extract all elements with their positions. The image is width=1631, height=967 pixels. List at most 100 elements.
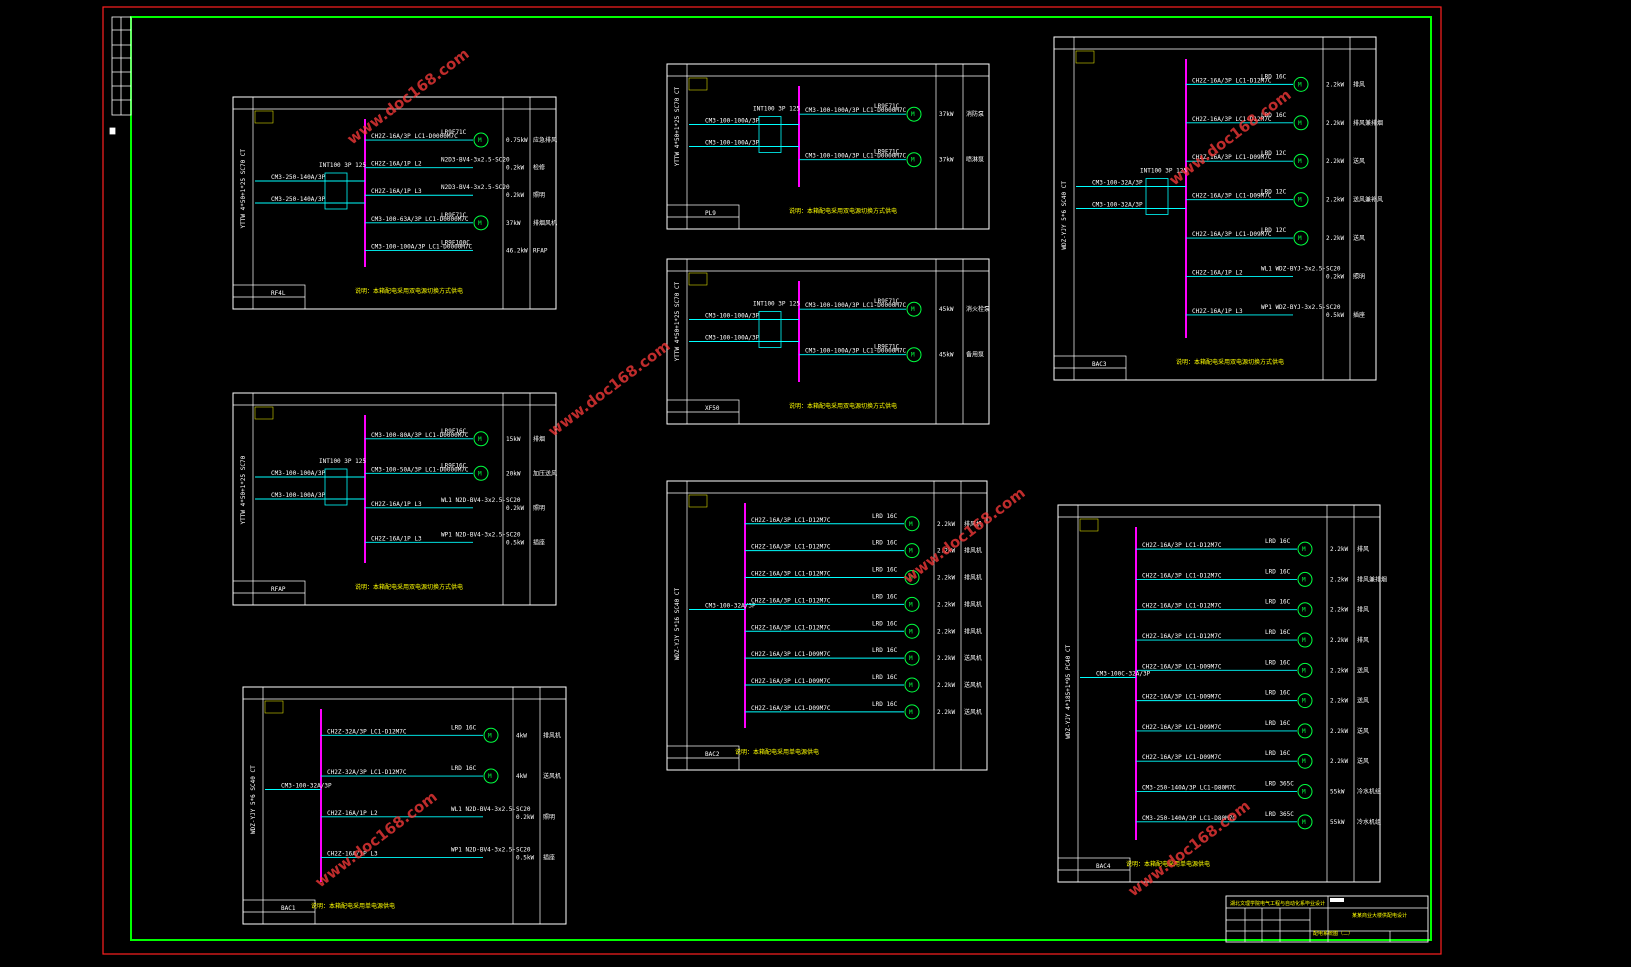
feeder-power: 2.2kW [937, 601, 955, 608]
feeder-power: 0.5kW [506, 539, 524, 546]
feeder-relay-label: LR9F71C [874, 298, 900, 305]
feeder-relay-label: LRD 16C [872, 620, 898, 627]
feeder-power: 2.2kW [937, 575, 955, 582]
motor-symbol [1293, 192, 1309, 208]
incoming-cable-label: WDZ-YJY 5*16 SC40 CT [674, 588, 681, 661]
feeder-purpose: 送风 [1357, 727, 1369, 735]
motor-letter: M [911, 111, 915, 118]
ats-label: INT100 3P 125 [1140, 168, 1187, 175]
feeder-breaker-label: CH2Z-16A/3P LC1-D12M7C [751, 544, 831, 551]
motor-letter: M [909, 628, 913, 635]
motor-symbol [1293, 230, 1309, 246]
feeder-relay-label: LR9F71C [441, 129, 467, 136]
panel-note: 说明：本箱配电采用单电源供电 [735, 748, 819, 756]
feeder-relay-label: LR9F71C [874, 344, 900, 351]
feeder-breaker-label: CM3-100-50A/3P LC1-D0000M7C [371, 466, 469, 473]
motor-letter: M [488, 773, 492, 780]
feeder-purpose: 排风机 [964, 627, 982, 635]
motor-letter: M [909, 575, 913, 582]
panel-border [242, 686, 567, 925]
motor-symbol [1293, 115, 1309, 131]
ats-switch [758, 116, 782, 153]
feeder-breaker-label: CH2Z-16A/3P LC1-D12M7C [751, 597, 831, 604]
motor-symbol [904, 516, 920, 532]
motor-letter: M [911, 352, 915, 359]
incoming-cable-label: WDZ-YJY 5*6 SC40 CT [1061, 181, 1068, 250]
motor-symbol [1293, 153, 1309, 169]
feeder-purpose: 排风机 [543, 731, 561, 739]
motor-letter: M [478, 470, 482, 477]
feeder-purpose: 排风 [1357, 545, 1369, 553]
feeder-purpose: 送风 [1353, 234, 1365, 242]
feeder-power: 2.2kW [1330, 576, 1348, 583]
feeder-relay-label: LRD 16C [1265, 568, 1291, 575]
panel-border [1053, 36, 1377, 381]
motor-letter: M [478, 220, 482, 227]
motor-symbol [473, 465, 489, 481]
motor-letter: M [1298, 235, 1302, 242]
feeder-purpose: 备用泵 [966, 351, 984, 359]
feeder-purpose: 送风 [1353, 157, 1365, 165]
motor-symbol [1297, 693, 1313, 709]
feeder-breaker-label: CH2Z-16A/1P L3 [371, 188, 422, 195]
panel-name: RF4L [271, 290, 286, 297]
feeder-power: 2.2kW [1326, 197, 1344, 204]
incoming-breaker-label: CM3-100-100A/3P [271, 492, 326, 499]
feeder-breaker-label: CM3-250-140A/3P LC1-D80M7C [1142, 815, 1236, 822]
feeder-relay-label: WP1 WDZ-BYJ-3x2.5-SC20 [1261, 304, 1341, 311]
motor-letter: M [1302, 819, 1306, 826]
feeder-power: 0.5kW [1326, 312, 1344, 319]
feeder-relay-label: WP1 N2D-BV4-3x2.5-SC20 [451, 847, 531, 854]
feeder-purpose: 送风机 [543, 772, 561, 780]
feeder-power: 37kW [506, 220, 521, 227]
incoming-breaker-label: CM3-100-32A/3P [1092, 202, 1143, 209]
motor-symbol [1297, 814, 1313, 830]
feeder-purpose: 排风机 [964, 574, 982, 582]
incoming-breaker-label: CM3-100C-32A/3P [1096, 671, 1151, 678]
feeder-breaker-label: CH2Z-16A/1P L3 [371, 535, 422, 542]
feeder-relay-label: LRD 16C [1265, 599, 1291, 606]
feeder-relay-label: LRD 16C [872, 593, 898, 600]
feeder-breaker-label: CH2Z-16A/3P LC1-D12M7C [1192, 116, 1272, 123]
feeder-circuit: CM3-100-100A/3P LC1-D0000M7CLR9F100C46.2… [365, 239, 548, 254]
feeder-power: 2.2kW [937, 548, 955, 555]
feeder-breaker-label: CH2Z-16A/3P LC1-D09M7C [1142, 754, 1222, 761]
feeder-breaker-label: CH2Z-16A/3P LC1-D12M7C [1142, 633, 1222, 640]
feeder-power: 37kW [939, 157, 954, 164]
feeder-relay-label: LRD 16C [872, 701, 898, 708]
motor-letter: M [909, 548, 913, 555]
motor-letter: M [909, 601, 913, 608]
motor-symbol [904, 543, 920, 559]
incoming-breaker-label: CM3-100-32A/3P [281, 783, 332, 790]
feeder-breaker-label: CH2Z-32A/3P LC1-D12M7C [327, 769, 407, 776]
feeder-breaker-label: CM3-100-63A/3P LC1-D0000M7C [371, 216, 469, 223]
feeder-relay-label: LR9F71C [874, 149, 900, 156]
incoming-breaker-label: CM3-100-100A/3P [705, 140, 760, 147]
feeder-purpose: 插座 [533, 538, 545, 546]
outer-frame [102, 6, 1442, 955]
feeder-relay-label: LRD 16C [1265, 538, 1291, 545]
feeder-breaker-label: CH2Z-16A/1P L3 [1192, 308, 1243, 315]
feeder-relay-label: LRD 16C [1265, 720, 1291, 727]
feeder-power: 0.2kW [1326, 274, 1344, 281]
feeder-power: 0.2kW [506, 192, 524, 199]
motor-symbol [904, 677, 920, 693]
panel-name: BAC2 [705, 751, 720, 758]
feeder-power: 55kW [1330, 789, 1345, 796]
ats-label: INT100 3P 125 [319, 162, 366, 169]
feeder-breaker-label: CH2Z-16A/3P LC1-D0000M7C [371, 133, 458, 140]
